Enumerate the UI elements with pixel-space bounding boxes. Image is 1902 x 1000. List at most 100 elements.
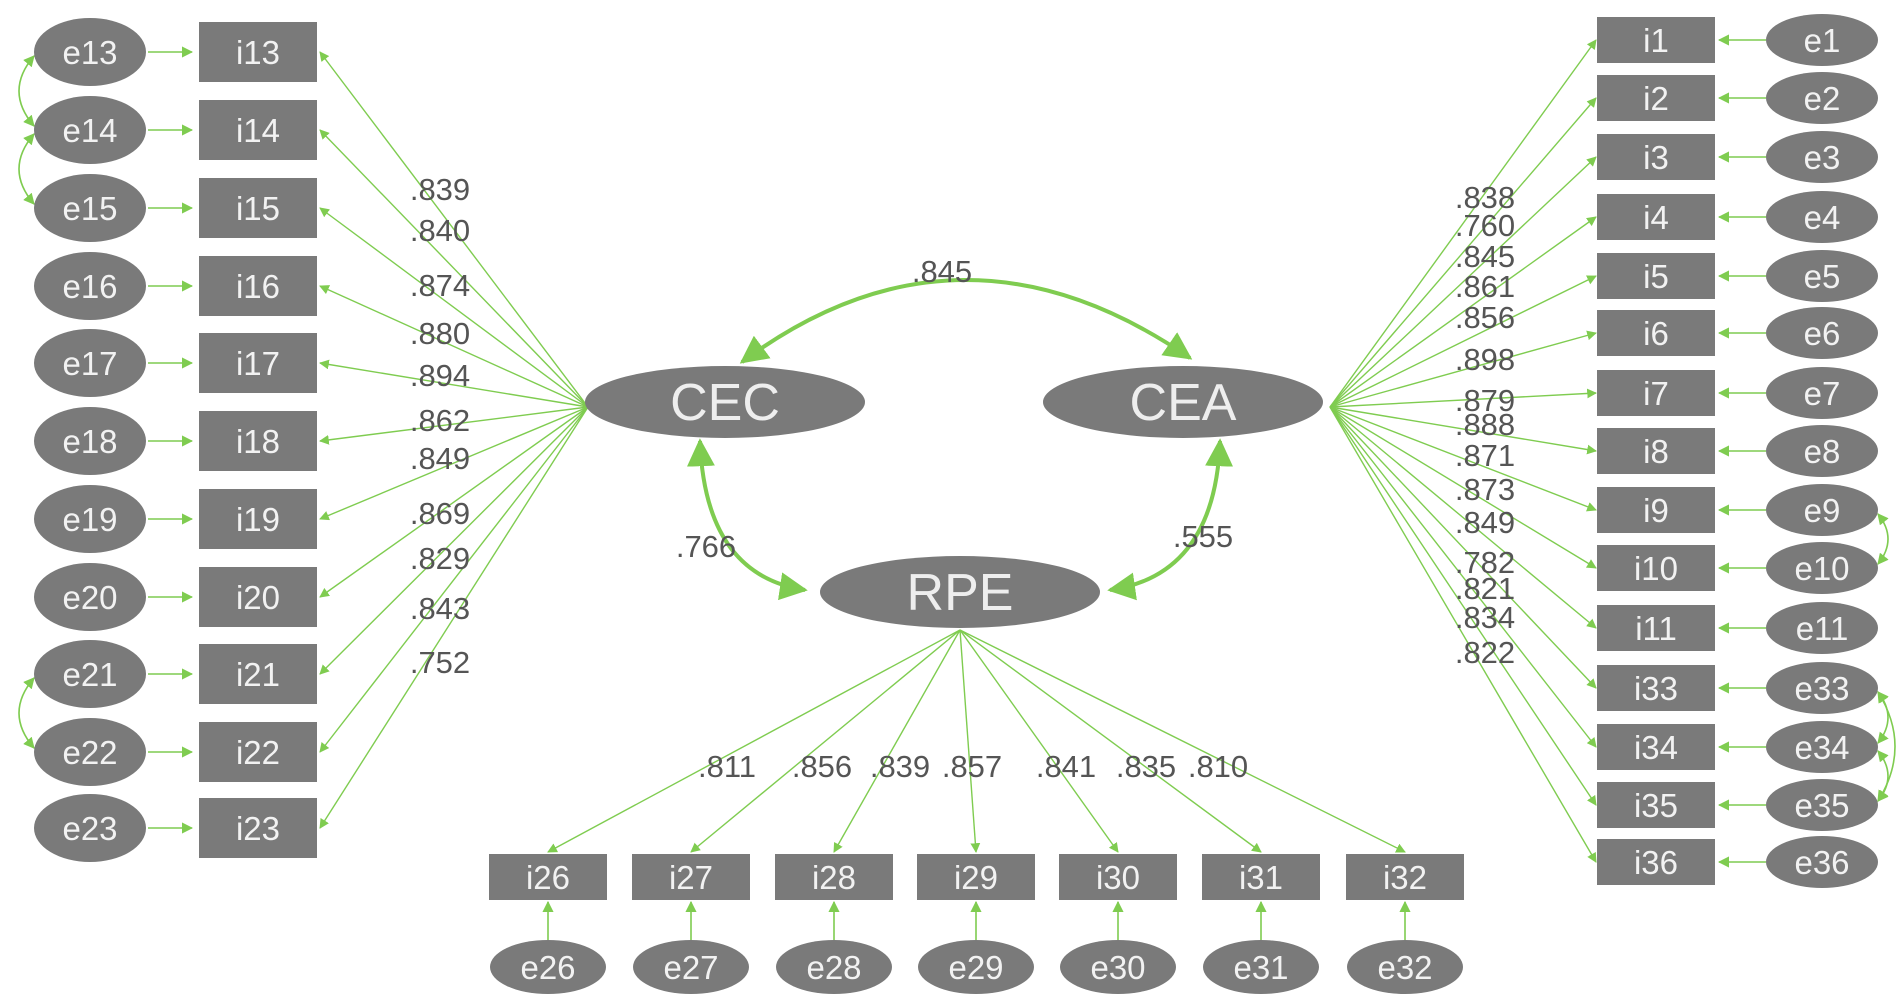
loading-path-i22 xyxy=(319,406,589,753)
item-i2 xyxy=(1597,75,1715,121)
item-i31 xyxy=(1202,854,1320,900)
loading-label-i21: .829 xyxy=(410,541,470,576)
error-e4 xyxy=(1766,191,1878,243)
loading-path-i29 xyxy=(959,629,981,853)
loading-path-i36 xyxy=(1329,406,1597,863)
loading-label-i1: .838 xyxy=(1455,180,1515,215)
item-i32-label: i32 xyxy=(1383,859,1427,896)
error-e34 xyxy=(1766,721,1878,773)
item-i31-label: i31 xyxy=(1239,859,1283,896)
item-i29-label: i29 xyxy=(954,859,998,896)
error-e20-label: e20 xyxy=(62,579,117,616)
loading-path-i33 xyxy=(1329,406,1597,689)
loading-label-i3: .845 xyxy=(1455,239,1515,274)
loading-label-i35: .834 xyxy=(1455,600,1515,635)
item-i4 xyxy=(1597,194,1715,240)
loading-label-i13: .839 xyxy=(410,172,470,207)
loading-path-i18 xyxy=(319,406,589,445)
error-e22-label: e22 xyxy=(62,734,117,771)
item-i7-label: i7 xyxy=(1643,375,1669,412)
item-i28-label: i28 xyxy=(812,859,856,896)
error-e7-label: e7 xyxy=(1804,375,1841,412)
loading-label-i7: .879 xyxy=(1455,383,1515,418)
item-i19 xyxy=(199,489,317,549)
error-e8 xyxy=(1766,425,1878,477)
path-layer xyxy=(18,34,1896,940)
item-i1-label: i1 xyxy=(1643,22,1669,59)
item-i19-label: i19 xyxy=(236,501,280,538)
error-e14-label: e14 xyxy=(62,112,117,149)
error-e31 xyxy=(1203,940,1319,994)
error-e36-label: e36 xyxy=(1794,844,1849,881)
error-e16 xyxy=(34,252,146,320)
loading-label-i36: .822 xyxy=(1455,635,1515,670)
error-e22 xyxy=(34,718,146,786)
item-i29 xyxy=(917,854,1035,900)
loading-label-i4: .861 xyxy=(1455,269,1515,304)
error-cov-e33-e35 xyxy=(1877,691,1896,802)
item-i30-label: i30 xyxy=(1096,859,1140,896)
error-cov-e9-e10 xyxy=(1877,513,1889,565)
error-e29-label: e29 xyxy=(948,949,1003,986)
error-e13-label: e13 xyxy=(62,34,117,71)
item-i15-label: i15 xyxy=(236,190,280,227)
loading-path-i32 xyxy=(959,629,1406,853)
error-e33 xyxy=(1766,662,1878,714)
cov-label-cec-rpe: .766 xyxy=(676,529,736,564)
loading-path-i1 xyxy=(1329,39,1597,408)
loading-label-i19: .849 xyxy=(410,441,470,476)
item-i32 xyxy=(1346,854,1464,900)
error-e2-label: e2 xyxy=(1804,80,1841,117)
loading-path-i7 xyxy=(1329,388,1597,408)
item-i18-label: i18 xyxy=(236,423,280,460)
item-i9-label: i9 xyxy=(1643,492,1669,529)
error-e36 xyxy=(1766,836,1878,888)
cov-label-cea-rpe: .555 xyxy=(1173,519,1233,554)
loading-label-i33: .782 xyxy=(1455,545,1515,580)
loading-label-layer: .839.840.874.880.894.862.849.869.829.843… xyxy=(410,172,1515,784)
error-e18-label: e18 xyxy=(62,423,117,460)
error-e27 xyxy=(633,940,749,994)
loading-label-i23: .752 xyxy=(410,645,470,680)
loading-label-i9: .871 xyxy=(1455,438,1515,473)
loading-path-i34 xyxy=(1329,406,1597,748)
loading-path-i2 xyxy=(1329,97,1597,408)
latent-cec-label: CEC xyxy=(670,374,780,432)
latent-cea: CEA xyxy=(1043,366,1323,438)
error-e16-label: e16 xyxy=(62,268,117,305)
item-i35-label: i35 xyxy=(1634,787,1678,824)
loading-path-i11 xyxy=(1329,406,1597,629)
loading-path-i23 xyxy=(319,406,589,829)
loading-label-i16: .880 xyxy=(410,316,470,351)
error-e5-label: e5 xyxy=(1804,258,1841,295)
error-e6-label: e6 xyxy=(1804,315,1841,352)
item-i15 xyxy=(199,178,317,238)
loading-label-i32: .810 xyxy=(1188,749,1248,784)
item-i28 xyxy=(775,854,893,900)
error-e2 xyxy=(1766,72,1878,124)
loading-path-i30 xyxy=(959,629,1119,853)
item-i14 xyxy=(199,100,317,160)
error-cov-e14-e15 xyxy=(18,133,35,205)
error-e26-label: e26 xyxy=(520,949,575,986)
item-i9 xyxy=(1597,487,1715,533)
item-i11-label: i11 xyxy=(1635,610,1677,647)
loading-path-i5 xyxy=(1329,275,1597,408)
item-i10-label: i10 xyxy=(1634,550,1678,587)
item-i20 xyxy=(199,567,317,627)
error-cov-e13-e14 xyxy=(18,55,35,127)
item-i13 xyxy=(199,22,317,82)
error-e23-label: e23 xyxy=(62,810,117,847)
item-i23-label: i23 xyxy=(236,810,280,847)
error-e3-label: e3 xyxy=(1804,139,1841,176)
latent-rpe-label: RPE xyxy=(907,564,1014,622)
loading-label-i28: .839 xyxy=(870,749,930,784)
loading-path-i9 xyxy=(1329,406,1597,512)
loading-label-i14: .840 xyxy=(410,213,470,248)
loading-label-i10: .873 xyxy=(1455,472,1515,507)
cov-arc-cea-rpe xyxy=(1107,438,1234,601)
item-i6-label: i6 xyxy=(1643,315,1669,352)
error-e32 xyxy=(1347,940,1463,994)
loading-path-i13 xyxy=(319,51,589,408)
item-i16 xyxy=(199,256,317,316)
